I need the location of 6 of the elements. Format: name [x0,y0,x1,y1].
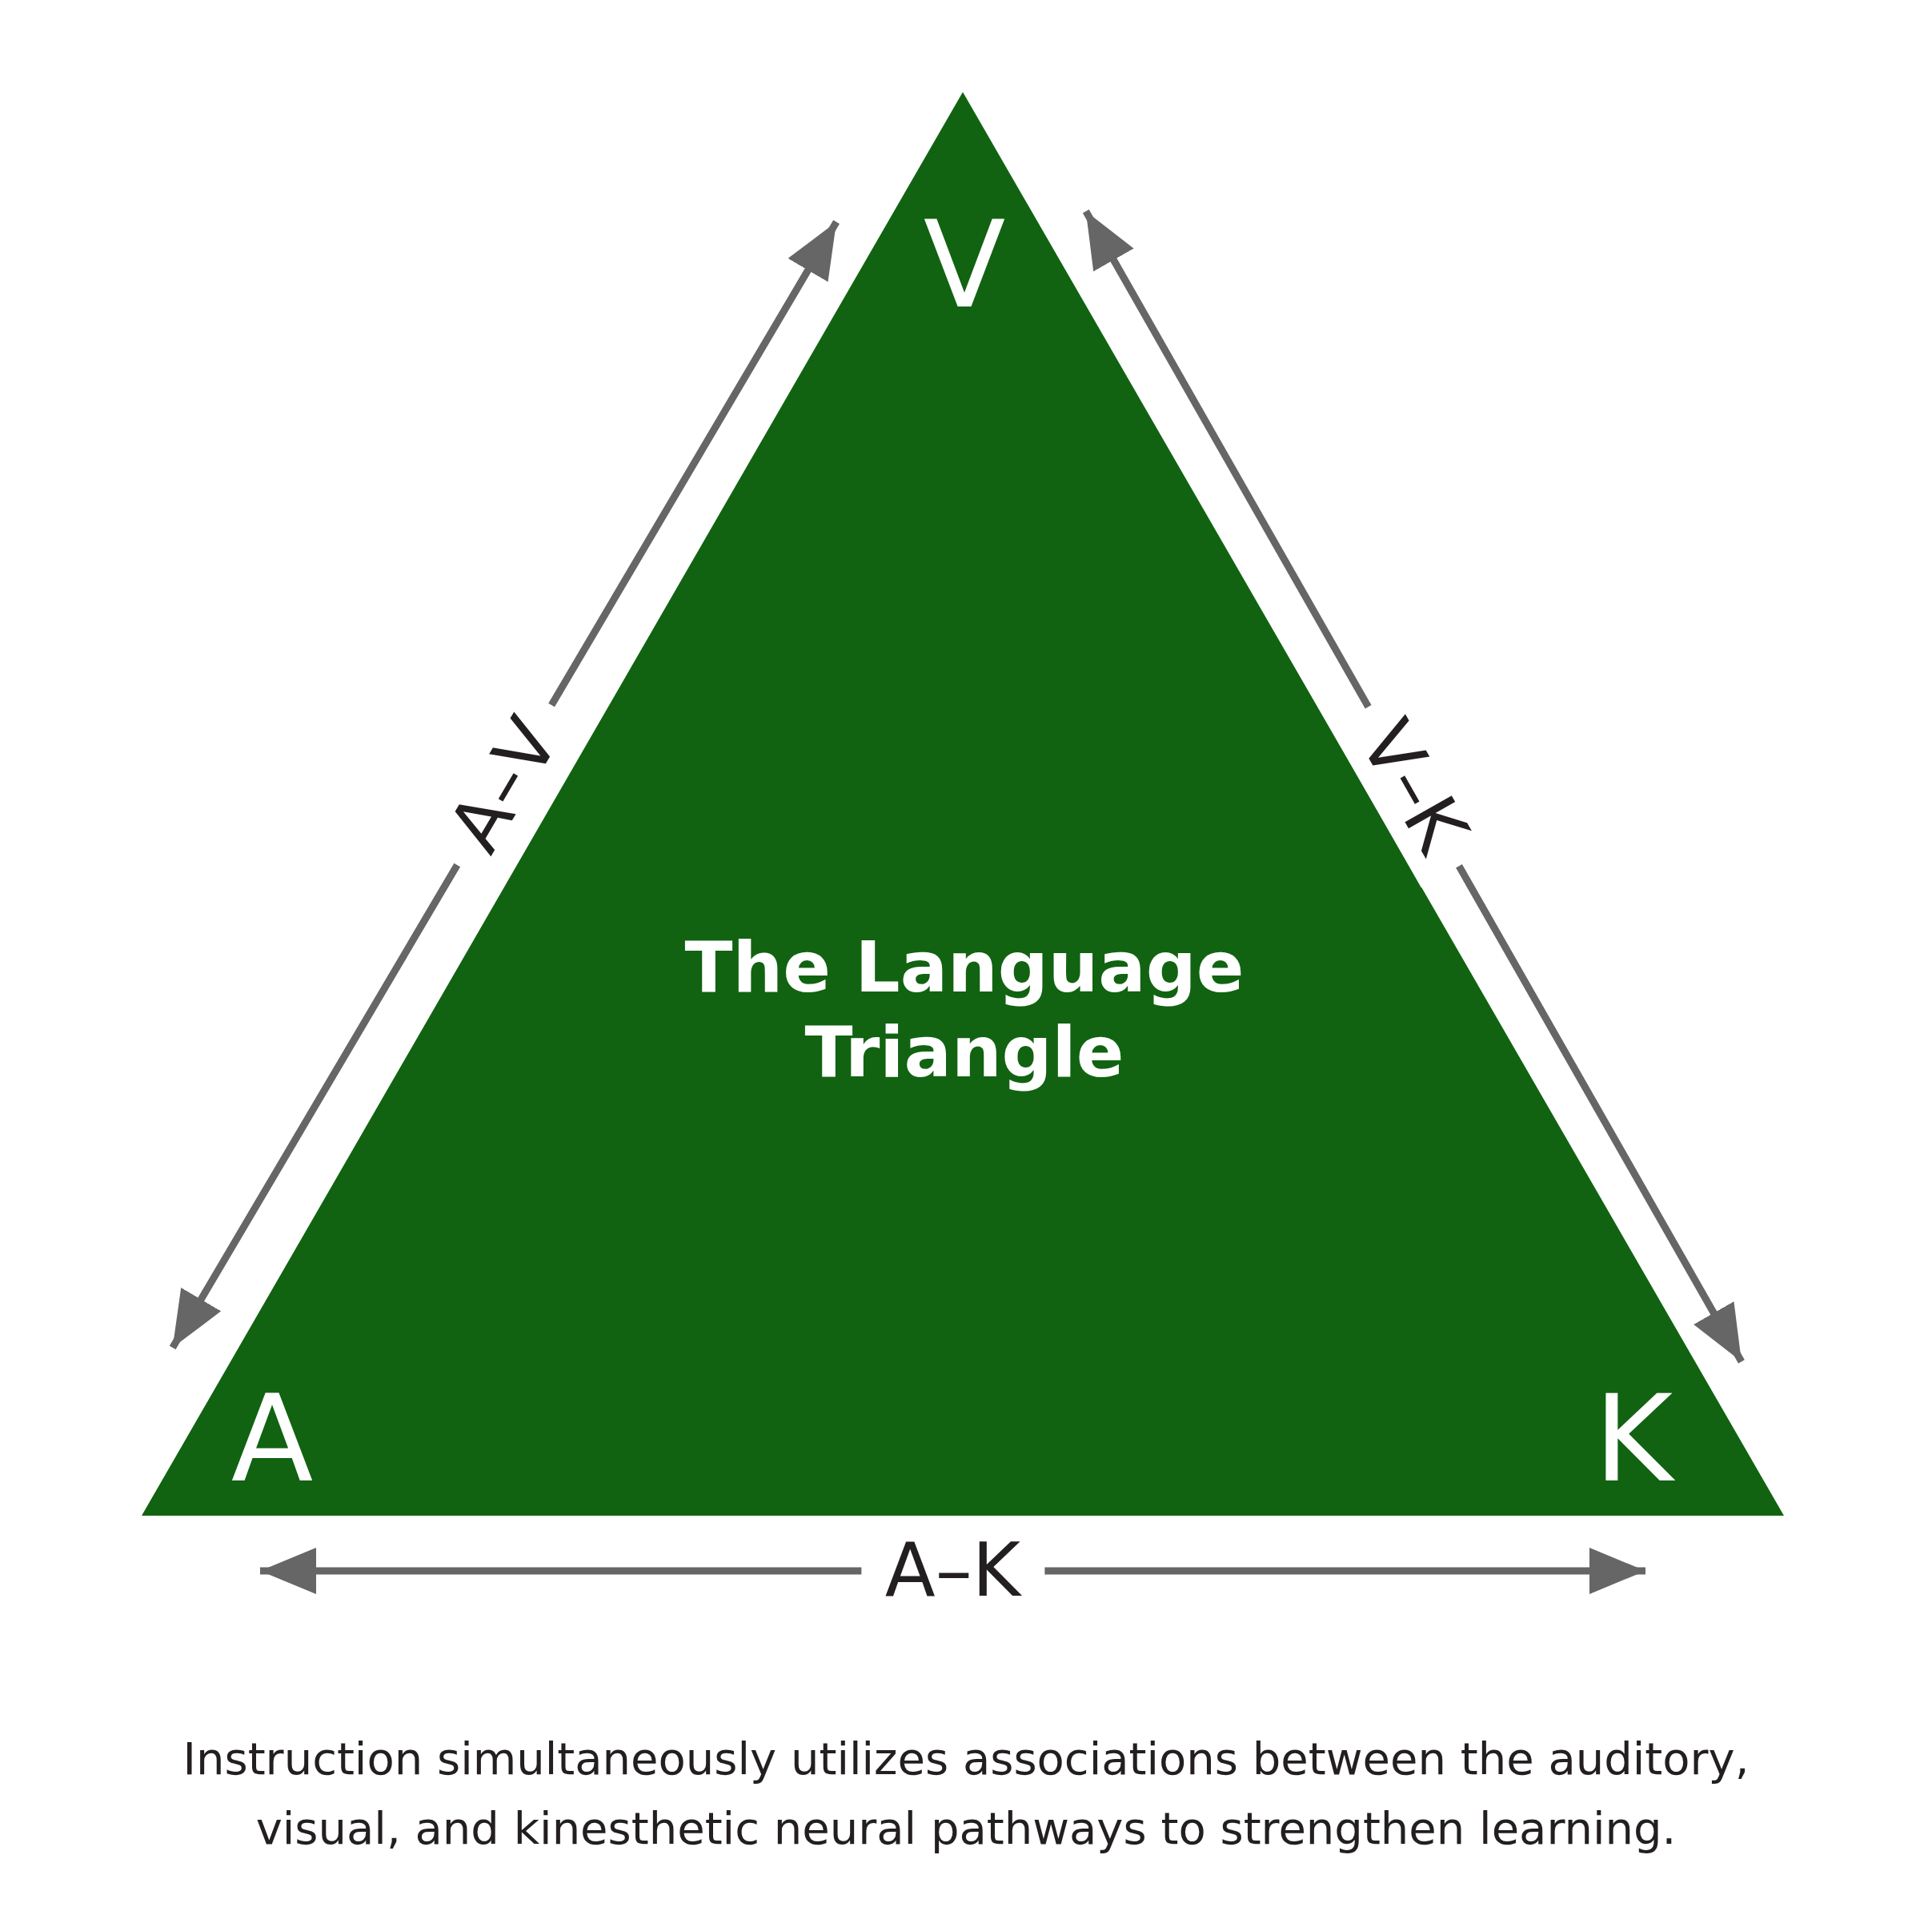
corner-letter: K [1593,1379,1673,1499]
corner-letter: A [230,1379,314,1499]
caption: Instruction simultaneously utilizes associations between the auditory, visual, and kinesthetic neural pathways to strengthen learning. [182,1732,1750,1856]
corner-letter: V [923,205,1006,325]
triangle-title: The Language Triangle [683,925,1245,1095]
triangle [142,92,1784,1516]
